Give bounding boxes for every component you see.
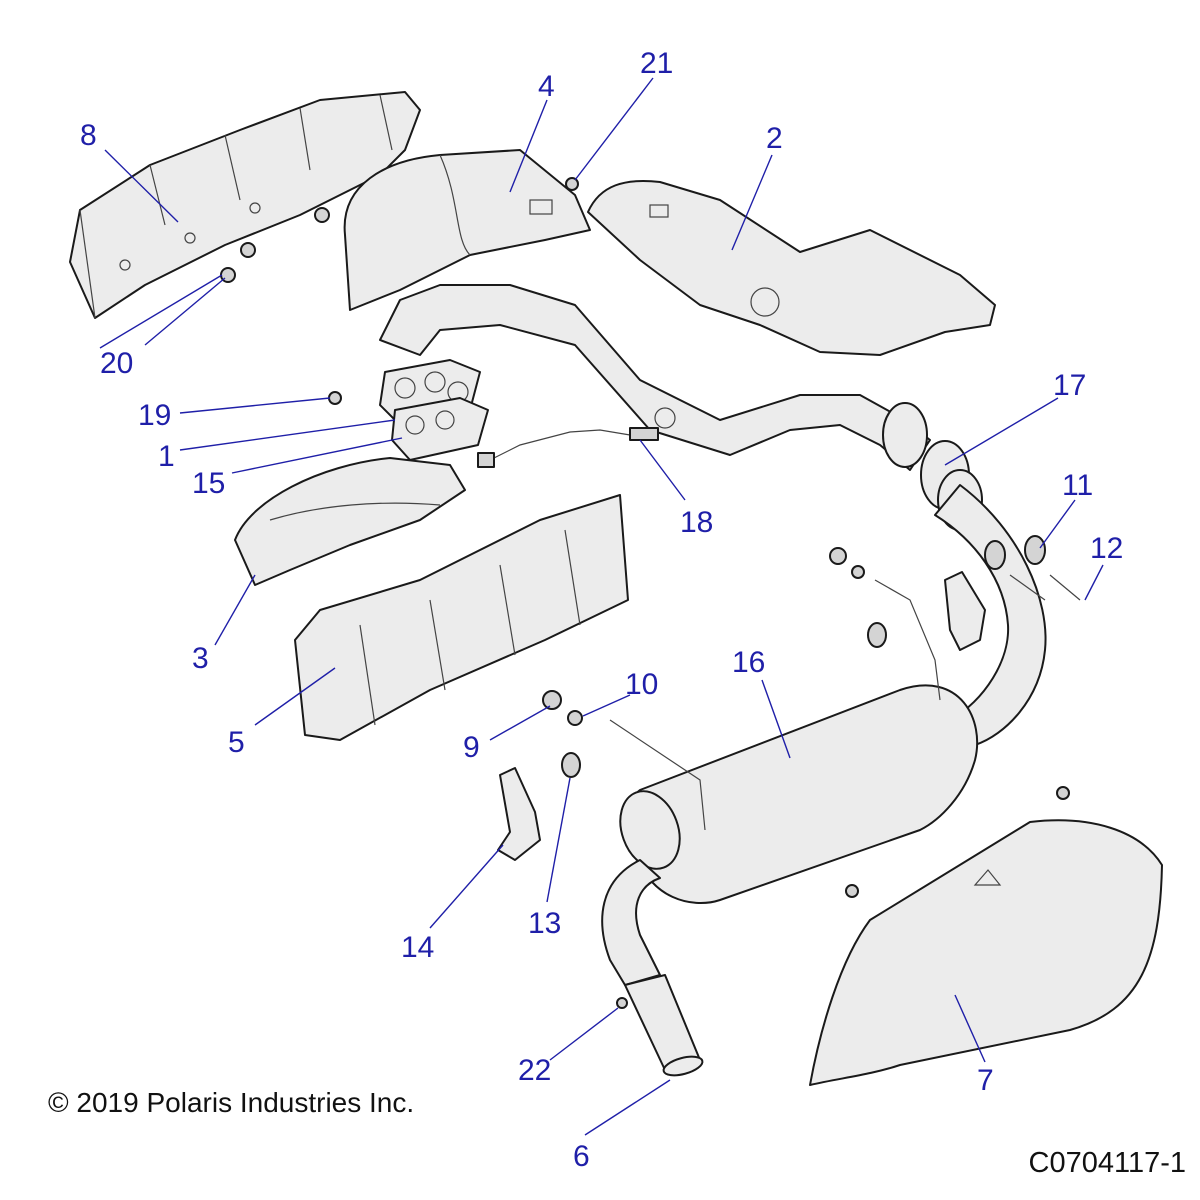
callout-19: 19 [138, 399, 171, 432]
bolts-12 [1009, 574, 1081, 601]
callout-16: 16 [732, 646, 765, 679]
callout-14: 14 [401, 931, 434, 964]
grommet-upper [829, 547, 847, 565]
callout-13: 13 [528, 907, 561, 940]
nut-7b [845, 884, 859, 898]
callout-3: 3 [192, 642, 209, 675]
callout-17: 17 [1053, 369, 1086, 402]
springs-11 [984, 535, 1046, 570]
callout-7: 7 [977, 1064, 994, 1097]
callout-18: 18 [680, 506, 713, 539]
lower-heat-shield-3 [234, 457, 466, 586]
leader-lines [99, 77, 1104, 1136]
muffler-heat-shield-7 [809, 819, 1163, 1086]
callout-10: 10 [625, 668, 658, 701]
bracket-upper [944, 571, 986, 651]
bracket-14 [497, 767, 541, 861]
washer-10 [567, 710, 583, 726]
callout-5: 5 [228, 726, 245, 759]
callout-22: 22 [518, 1054, 551, 1087]
callout-2: 2 [766, 122, 783, 155]
callout-8: 8 [80, 119, 97, 152]
nut-7a [1056, 786, 1070, 800]
callout-4: 4 [538, 70, 555, 103]
callout-15: 15 [192, 467, 225, 500]
bolt-19 [328, 391, 342, 405]
flange-gasket-15 [391, 397, 489, 461]
callout-11: 11 [1062, 469, 1093, 502]
spring-13 [561, 752, 581, 778]
head-pipe-heat-shield-2 [587, 179, 996, 356]
callout-12: 12 [1090, 532, 1123, 565]
screw-22 [616, 997, 628, 1009]
callout-20: 20 [100, 347, 133, 380]
copyright-notice: © 2019 Polaris Industries Inc. [48, 1087, 415, 1118]
header-heat-shield-4 [343, 149, 591, 311]
callout-labels: 1 2 3 4 5 6 7 8 9 10 11 12 13 14 15 16 1… [80, 47, 1123, 1173]
callout-21: 21 [640, 47, 673, 80]
muffler-16 [609, 579, 979, 905]
spring-upper [867, 622, 887, 648]
callout-1: 1 [158, 440, 175, 473]
grommet-9 [542, 690, 562, 710]
nut-21 [565, 177, 579, 191]
skid-heat-shield-5 [294, 494, 629, 741]
tailpipe-6 [601, 859, 704, 1077]
figure-id: C0704117-1 [1028, 1147, 1186, 1179]
manifold-heat-shield-8 [69, 91, 421, 319]
washer-upper [851, 565, 865, 579]
oxygen-sensor-18 [477, 427, 659, 468]
callout-6: 6 [573, 1140, 590, 1173]
callout-9: 9 [463, 731, 480, 764]
